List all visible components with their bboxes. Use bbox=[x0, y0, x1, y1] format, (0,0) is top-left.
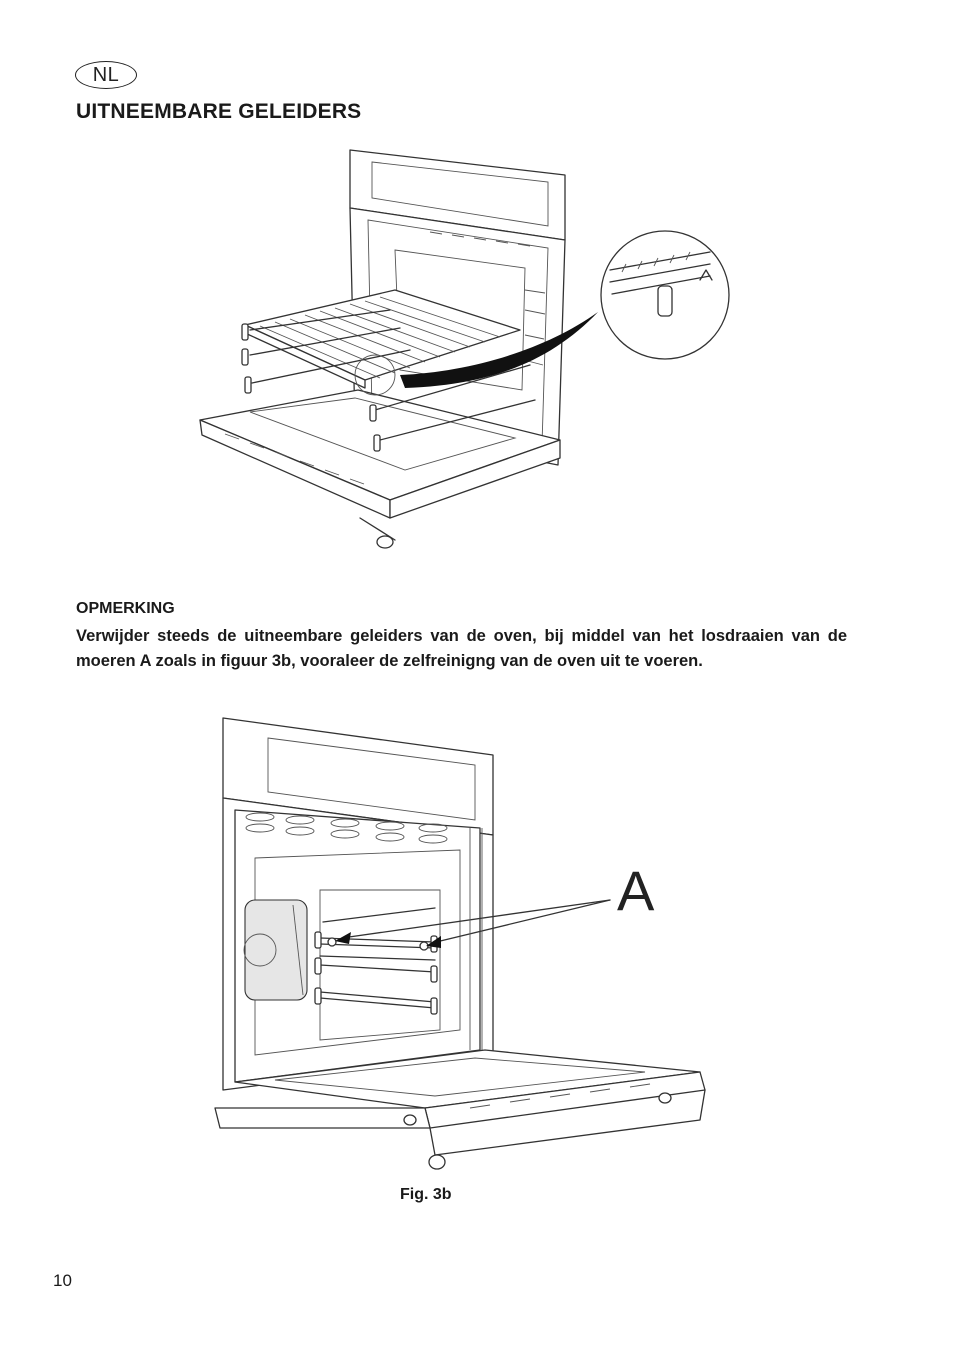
page-title: UITNEEMBARE GELEIDERS bbox=[76, 100, 362, 123]
note-body: Verwijder steeds de uitneembare geleider… bbox=[76, 627, 847, 670]
shelf-guide-rails bbox=[314, 907, 438, 1015]
figure-caption: Fig. 3b bbox=[400, 1186, 452, 1203]
callout-label-a: A bbox=[617, 859, 655, 922]
oven-fig-3b-illustration: A bbox=[214, 717, 706, 1170]
language-code: NL bbox=[92, 63, 120, 86]
oven-shelf-guides-illustration bbox=[199, 149, 730, 549]
note-heading: OPMERKING bbox=[76, 600, 175, 617]
shelf-guide-rods bbox=[241, 309, 536, 452]
language-badge: NL bbox=[75, 61, 137, 89]
detail-magnifier bbox=[600, 230, 730, 360]
page-number: 10 bbox=[53, 1271, 72, 1290]
